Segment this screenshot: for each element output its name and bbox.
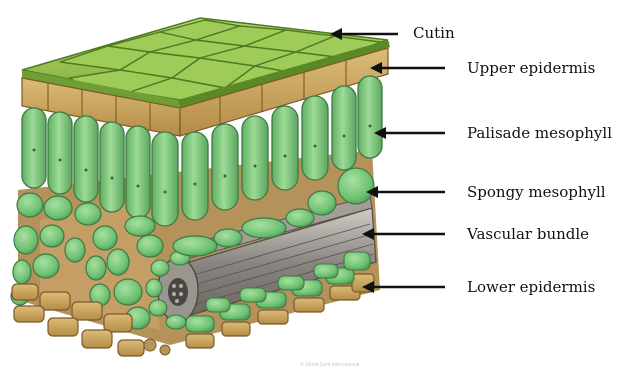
label-palisade-mesophyll: Palisade mesophyll: [467, 124, 612, 142]
label-upper-epidermis: Upper epidermis: [467, 59, 595, 77]
label-spongy-mesophyll: Spongy mesophyll: [467, 183, 606, 201]
label-vascular-bundle: Vascular bundle: [466, 225, 589, 243]
image-credit: © Gloria Sara International: [300, 361, 359, 368]
label-lower-epidermis: Lower epidermis: [467, 278, 595, 296]
label-cutin: Cutin: [413, 24, 455, 42]
